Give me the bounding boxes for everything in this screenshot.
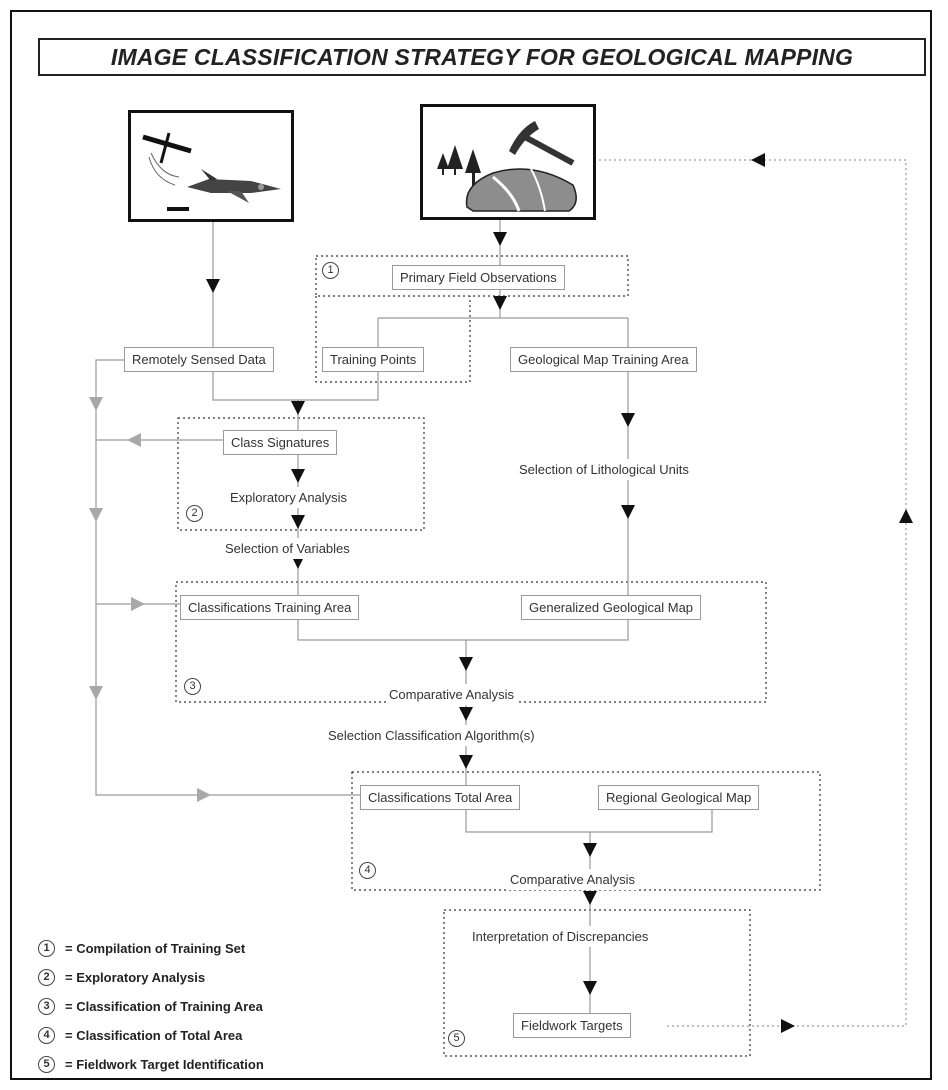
legend-item-3: 3 = Classification of Training Area [38,998,263,1015]
gray-arrow-right-2 [197,788,211,802]
diagram-title: IMAGE CLASSIFICATION STRATEGY FOR GEOLOG… [38,38,926,76]
arrow-sca [459,707,473,721]
stage-3-badge: 3 [184,678,201,695]
legend-badge: 3 [38,998,55,1015]
gray-arrow-down-3 [89,686,103,700]
stage-5-dotted-box [443,909,751,1057]
selection-of-variables-label: Selection of Variables [223,538,352,559]
remote-sensing-image [128,110,294,222]
stage-2-badge: 2 [186,505,203,522]
connector-merge-ctotal-rgm [465,810,713,833]
arrow-interpretation [583,891,597,905]
selection-classification-algorithms-label: Selection Classification Algorithm(s) [326,725,537,746]
classifications-total-area-box: Classifications Total Area [360,785,521,810]
arrow-feedback-right [781,1019,795,1033]
legend-badge: 4 [38,1027,55,1044]
selection-of-lithological-units-label: Selection of Lithological Units [517,459,691,480]
stage-1-dotted-box [315,255,629,297]
connector-merge-rsd-tp [212,372,379,401]
arrow-lithological [621,413,635,427]
legend-badge: 5 [38,1056,55,1073]
legend-text: = Classification of Total Area [65,1028,243,1043]
stage-4-dotted-box [351,771,821,891]
arrow-exploratory [291,469,305,483]
arrow-field-image [493,232,507,246]
comparative-analysis-2-label: Comparative Analysis [508,869,637,890]
legend-item-4: 4 = Classification of Total Area [38,1027,242,1044]
jet-aircraft-icon [187,169,281,203]
stage-2-dotted-box [177,417,425,531]
gray-arrow-down-2 [89,508,103,522]
arrow-ca2 [583,843,597,857]
diagram-frame [10,10,932,1080]
fieldwork-image [420,104,596,220]
comparative-analysis-1-label: Comparative Analysis [387,684,516,705]
stage-4-badge: 4 [359,862,376,879]
primary-field-observations-box: Primary Field Observations [392,265,565,290]
rock-hammer-icon [509,121,575,166]
geological-map-training-area-box: Geological Map Training Area [510,347,697,372]
interpretation-of-discrepancies-label: Interpretation of Discrepancies [470,926,651,947]
legend-badge: 2 [38,969,55,986]
stage-1-badge: 1 [322,262,339,279]
trees-icon [437,145,481,193]
remotely-sensed-data-box: Remotely Sensed Data [124,347,274,372]
arrow-rs-image [206,279,220,293]
legend-item-5: 5 = Fieldwork Target Identification [38,1056,264,1073]
arrow-feedback-up [899,509,913,523]
class-signatures-box: Class Signatures [223,430,338,455]
legend-badge: 1 [38,940,55,957]
legend-text: = Classification of Training Area [65,999,263,1014]
legend-text: = Compilation of Training Set [65,941,246,956]
arrow-ca1 [459,657,473,671]
fieldwork-targets-box: Fieldwork Targets [513,1013,631,1038]
exploratory-analysis-label: Exploratory Analysis [228,487,350,508]
gray-arrow-right-1 [131,597,145,611]
arrow-fieldwork [583,981,597,995]
classifications-training-area-box: Classifications Training Area [180,595,360,620]
arrow-total-area [459,755,473,769]
regional-geological-map-box: Regional Geological Map [598,785,760,810]
generalized-geological-map-box: Generalized Geological Map [521,595,702,620]
arrow-feedback-left [751,153,765,167]
gray-arrow-down-1 [89,397,103,411]
training-points-box: Training Points [322,347,425,372]
connector-gray-left-spine [95,359,360,796]
connector-merge-cta-ggm [297,620,629,641]
connector-feedback-loop [596,159,907,1027]
rock-outcrop-icon [465,168,577,212]
arrow-class-signatures [291,401,305,415]
legend-item-1: 1 = Compilation of Training Set [38,940,245,957]
legend-item-2: 2 = Exploratory Analysis [38,969,205,986]
gray-arrow-left [127,433,141,447]
arrow-generalized [621,505,635,519]
legend-text: = Exploratory Analysis [65,970,206,985]
satellite-icon [142,132,192,186]
legend-text: = Fieldwork Target Identification [65,1057,264,1072]
arrow-pfo [493,296,507,310]
stage-5-badge: 5 [448,1030,465,1047]
arrow-variables [291,515,305,529]
